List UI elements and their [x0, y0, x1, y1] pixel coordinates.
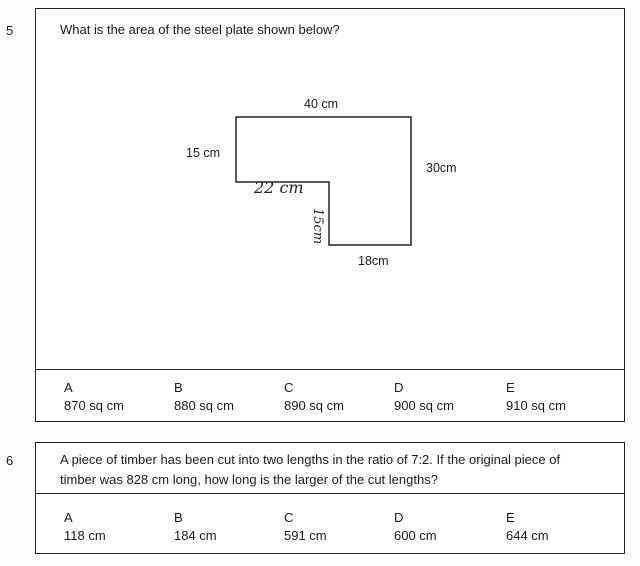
q5-option-e[interactable]: E 910 sq cm: [506, 380, 566, 413]
handwritten-inner-vertical: 15cm: [310, 208, 325, 245]
option-letter: A: [64, 510, 73, 525]
q6-option-d[interactable]: D 600 cm: [394, 510, 437, 543]
handwritten-inner-horizontal: 22 cm: [254, 178, 304, 197]
question-5-text: What is the area of the steel plate show…: [60, 22, 340, 37]
q5-option-a[interactable]: A 870 sq cm: [64, 380, 124, 413]
option-letter: B: [174, 510, 183, 525]
option-letter: A: [64, 380, 73, 395]
dimension-top: 40 cm: [304, 97, 339, 111]
q5-option-d[interactable]: D 900 sq cm: [394, 380, 454, 413]
question-6-box: A piece of timber has been cut into two …: [35, 442, 625, 554]
option-letter: B: [174, 380, 183, 395]
option-value: 900 sq cm: [394, 398, 454, 413]
q6-option-b[interactable]: B 184 cm: [174, 510, 217, 543]
option-value: 890 sq cm: [284, 398, 344, 413]
question-6-line-1: A piece of timber has been cut into two …: [60, 452, 561, 467]
q6-option-e[interactable]: E 644 cm: [506, 510, 549, 543]
option-value: 591 cm: [284, 528, 327, 543]
dimension-left: 15 cm: [186, 146, 221, 160]
q6-option-c[interactable]: C 591 cm: [284, 510, 327, 543]
question-6-text: A piece of timber has been cut into two …: [60, 450, 560, 490]
option-letter: C: [284, 380, 294, 395]
option-letter: E: [506, 510, 515, 525]
option-letter: C: [284, 510, 294, 525]
option-letter: D: [394, 510, 404, 525]
question-number-6: 6: [6, 453, 14, 468]
question-6-answers: A 118 cm B 184 cm C 591 cm D 600 cm E 64…: [36, 493, 624, 552]
option-letter: E: [506, 380, 515, 395]
dimension-right: 30cm: [426, 161, 457, 175]
option-value: 184 cm: [174, 528, 217, 543]
question-5-box: What is the area of the steel plate show…: [35, 8, 625, 422]
question-5-answers: A 870 sq cm B 880 sq cm C 890 sq cm D 90…: [36, 369, 624, 420]
option-value: 644 cm: [506, 528, 549, 543]
option-value: 118 cm: [64, 528, 106, 543]
option-value: 910 sq cm: [506, 398, 566, 413]
q5-option-b[interactable]: B 880 sq cm: [174, 380, 234, 413]
steel-plate-diagram: [235, 116, 412, 246]
q6-option-a[interactable]: A 118 cm: [64, 510, 106, 543]
option-value: 870 sq cm: [64, 398, 124, 413]
dimension-bottom: 18cm: [358, 254, 389, 268]
option-value: 600 cm: [394, 528, 437, 543]
option-letter: D: [394, 380, 404, 395]
question-number-5: 5: [6, 23, 14, 38]
question-6-line-2: timber was 828 cm long, how long is the …: [60, 472, 438, 487]
steel-plate-shape: [235, 116, 412, 246]
option-value: 880 sq cm: [174, 398, 234, 413]
q5-option-c[interactable]: C 890 sq cm: [284, 380, 344, 413]
